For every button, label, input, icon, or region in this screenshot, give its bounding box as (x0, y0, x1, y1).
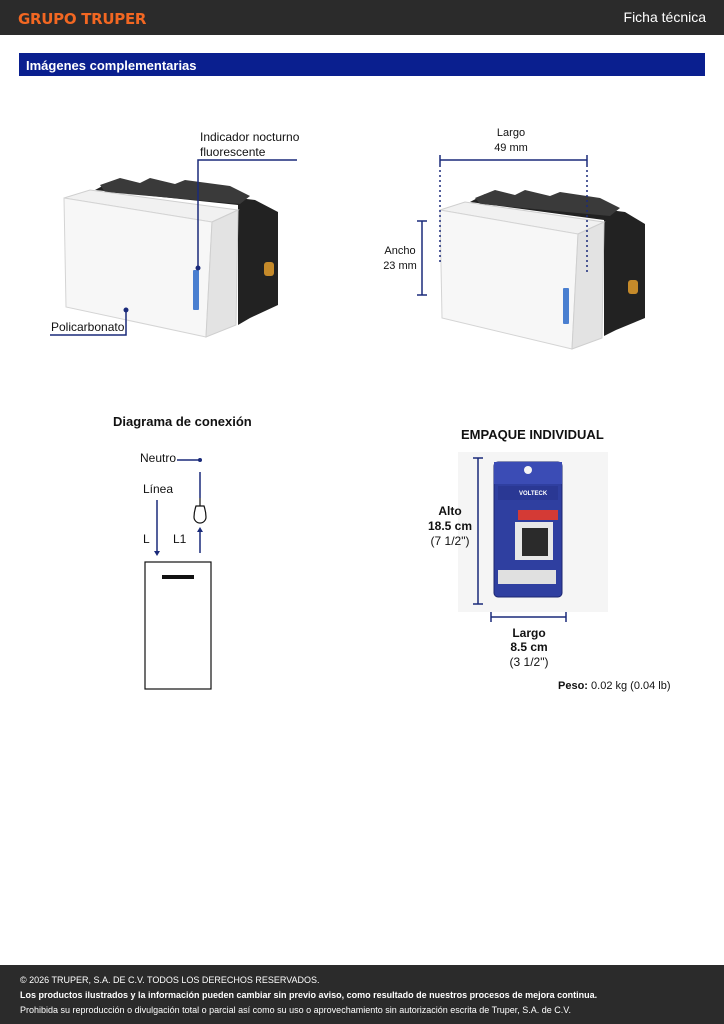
copyright: © 2026 TRUPER, S.A. DE C.V. TODOS LOS DE… (20, 975, 320, 985)
package-length-label: Largo (512, 626, 546, 640)
night-indicator-callout (195, 159, 297, 271)
packaging-title: EMPAQUE INDIVIDUAL (461, 427, 604, 442)
package-height-label: Alto (438, 504, 462, 518)
weight-label: Peso: (558, 680, 588, 692)
package-length-line (490, 612, 567, 622)
switch-product-image (63, 178, 278, 338)
line-label: Línea (143, 482, 174, 496)
top-bar: GRUPO TRUPER Ficha técnica (0, 0, 724, 35)
section-header: Imágenes complementarias (19, 53, 705, 76)
weight-value: 0.02 kg (0.04 lb) (591, 680, 671, 692)
package-height-line (473, 457, 483, 605)
document-type: Ficha técnica (623, 9, 706, 25)
width-dimension-line (417, 220, 427, 296)
package-image (458, 452, 608, 612)
wiring-title: Diagrama de conexión (113, 414, 252, 429)
length-value: 49 mm (494, 142, 528, 154)
material-label: Policarbonato (51, 320, 125, 334)
change-notice: Los productos ilustrados y la informació… (20, 990, 598, 1000)
package-height-cm: 18.5 cm (427, 519, 473, 533)
width-label: Ancho (384, 245, 416, 257)
night-indicator-label: Indicador nocturno (200, 130, 300, 144)
reproduction-notice: Prohibida su reproducción o divulgación … (20, 1005, 571, 1015)
wiring-diagram (144, 458, 212, 690)
neutral-label: Neutro (140, 451, 177, 465)
section-title: Imágenes complementarias (26, 58, 197, 73)
switch-dimensions-image (439, 190, 645, 350)
pack-brand: VOLTECK (519, 491, 548, 497)
package-height-in: (7 1/2") (430, 534, 470, 548)
width-value: 23 mm (383, 260, 417, 272)
length-dimension-line (439, 155, 588, 272)
brand-logo: GRUPO TRUPER (18, 10, 147, 28)
material-callout (50, 307, 129, 336)
length-label: Largo (496, 127, 526, 139)
terminal-l1-label: L1 (173, 532, 187, 546)
footer: © 2026 TRUPER, S.A. DE C.V. TODOS LOS DE… (0, 965, 724, 1024)
package-length-in: (3 1/2") (509, 655, 549, 669)
terminal-l-label: L (143, 532, 150, 546)
weight: Peso: 0.02 kg (0.04 lb) (558, 679, 671, 694)
night-indicator-label-2: fluorescente (200, 145, 266, 159)
package-length-cm: 8.5 cm (510, 640, 548, 654)
